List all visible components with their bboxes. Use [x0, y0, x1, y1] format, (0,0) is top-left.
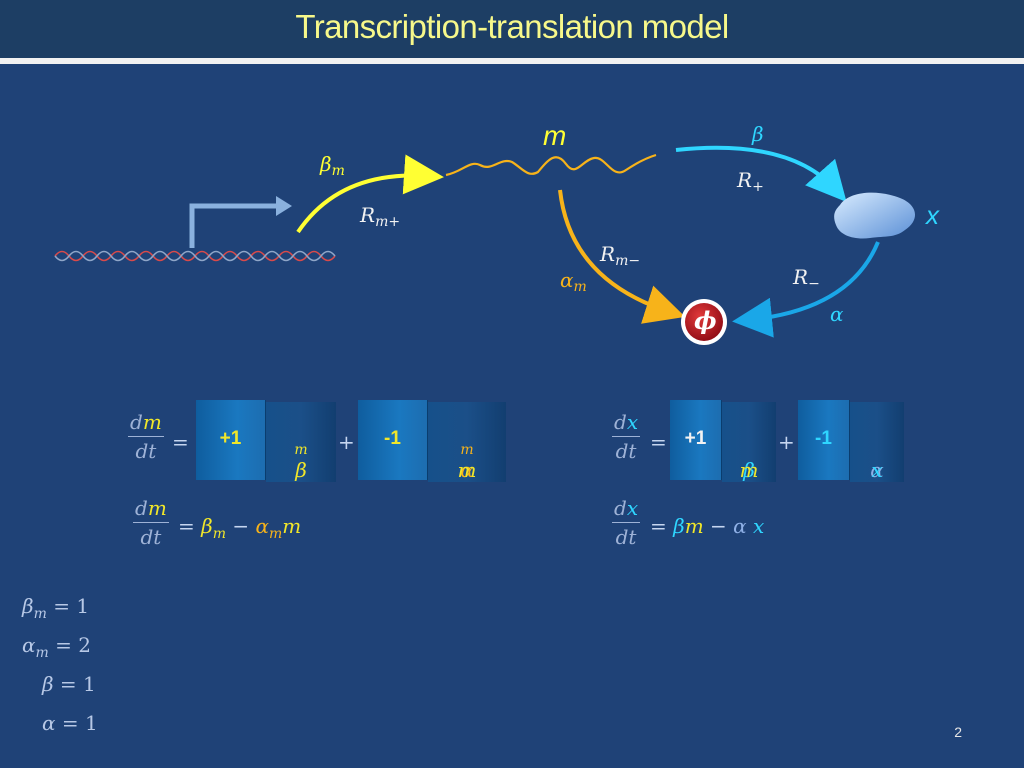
mrna-strand: [445, 153, 657, 177]
r-m-minus-label: Rm−: [600, 242, 641, 269]
r-minus-label: R−: [793, 265, 820, 292]
protein-decay-arrow: [732, 241, 880, 338]
beta-m-label: βm: [320, 152, 345, 179]
left-equals: =: [172, 430, 189, 454]
param-beta: β = 1: [42, 672, 96, 696]
left-simplified-rhs: = βm − αmm: [178, 514, 302, 542]
param-alpha-m: αm = 2: [22, 633, 91, 661]
mrna-decay-arrow: [558, 189, 686, 324]
coef-box-neg-right: -1: [798, 400, 850, 480]
reaction-diagram: [54, 145, 916, 345]
translation-arrow: [675, 145, 847, 202]
alpha-label: α: [830, 302, 844, 326]
dx-dt-fraction: dx dt: [612, 410, 641, 463]
dm-dt-fraction: dm dt: [128, 410, 164, 463]
mrna-label: m: [543, 120, 567, 151]
coef-box-neg-left: -1: [358, 400, 428, 480]
dx-dt-fraction-simplified: dx dt: [612, 496, 641, 549]
right-plus: +: [778, 430, 795, 454]
coef-box-pos-left: +1: [196, 400, 266, 480]
title-rule: [0, 58, 1024, 64]
promoter-arrow: [189, 203, 280, 248]
dna-helix: [54, 250, 336, 262]
param-beta-m: βm = 1: [22, 594, 90, 622]
left-plus: +: [338, 430, 355, 454]
page-number: 2: [954, 724, 962, 740]
transcription-arrow: [296, 154, 444, 234]
param-alpha: α = 1: [42, 711, 98, 735]
rate-box-alpha-x: α x: [850, 402, 904, 482]
beta-label: β: [752, 122, 764, 146]
alpha-m-label: αm: [560, 268, 587, 295]
protein-shape: [834, 192, 916, 239]
degradation-symbol: ϕ: [694, 306, 717, 335]
right-simplified-rhs: = βm − α x: [650, 514, 765, 538]
coef-box-pos-right: +1: [670, 400, 722, 480]
dm-dt-fraction-simplified: dm dt: [133, 496, 169, 549]
r-m-plus-label: Rm+: [360, 203, 401, 230]
title-bar: [0, 0, 1024, 58]
slide-title: Transcription-translation model: [295, 8, 729, 45]
protein-label: x: [926, 200, 939, 230]
right-equals: =: [650, 430, 667, 454]
r-plus-label: R+: [737, 168, 764, 195]
